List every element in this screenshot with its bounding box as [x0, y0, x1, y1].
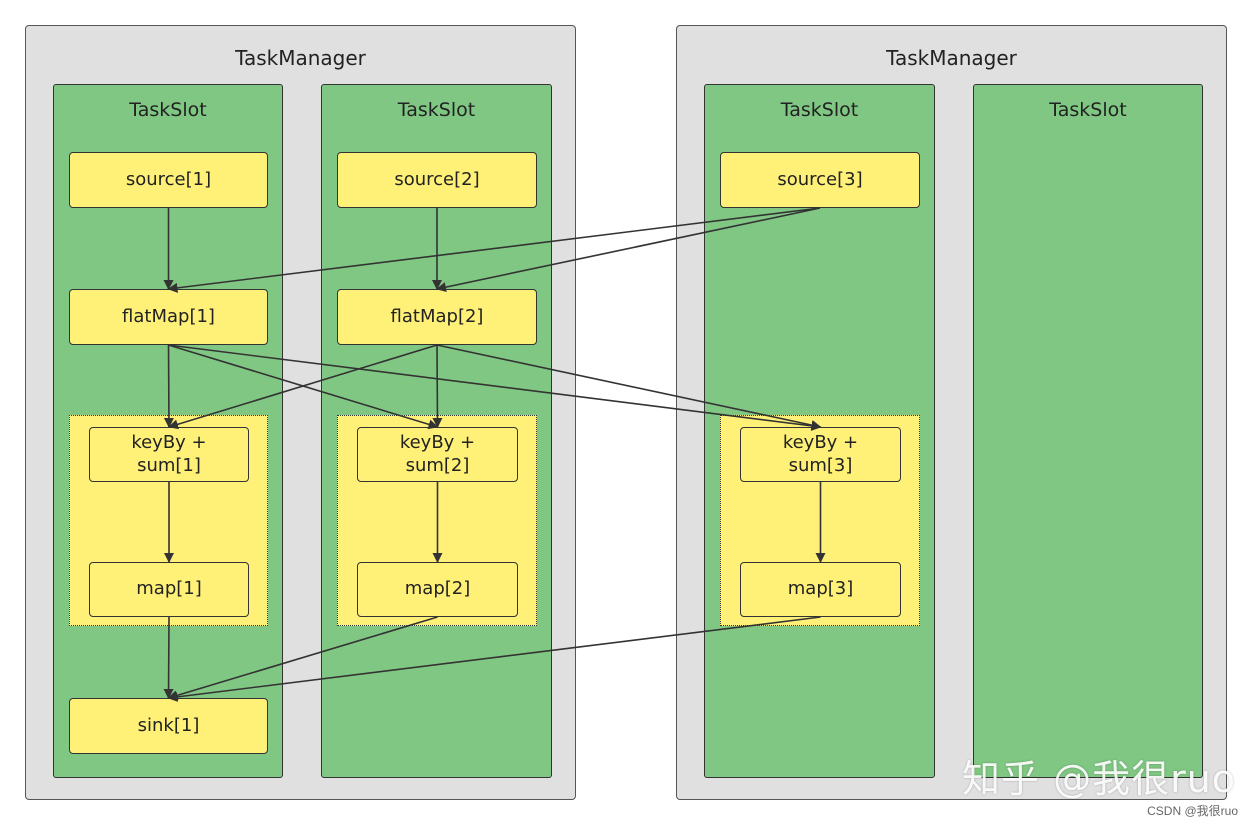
- edge-flatmap1-to-keyby1: [163, 344, 174, 428]
- task-slot-title: TaskSlot: [397, 99, 476, 121]
- operator-keyby-sum-3: keyBy + sum[3]: [740, 427, 901, 482]
- task-slot-title: TaskSlot: [129, 99, 207, 121]
- operator-source-3: source[3]: [720, 152, 920, 208]
- operator-map-2: map[2]: [357, 562, 518, 617]
- watermark-text: 知乎 @我很ruo: [962, 757, 1237, 801]
- edge-source3-to-flatmap1: [167, 207, 821, 293]
- operator-map-1: map[1]: [89, 562, 249, 617]
- edge-flatmap2-to-keyby1: [168, 344, 438, 430]
- operator-flatmap-2: flatMap[2]: [337, 289, 537, 345]
- edge-flatmap1-to-keyby3: [168, 344, 822, 431]
- operator-flatmap-1: flatMap[1]: [69, 289, 268, 345]
- task-slot-4: TaskSlot: [973, 84, 1203, 778]
- operator-sink-1: sink[1]: [69, 698, 268, 754]
- task-manager-title: TaskManager: [235, 46, 366, 70]
- operator-keyby-sum-2: keyBy + sum[2]: [357, 427, 518, 482]
- edge-map2-to-sink1: [167, 616, 438, 701]
- task-manager-title: TaskManager: [886, 46, 1017, 70]
- task-slot-title: TaskSlot: [1049, 99, 1127, 121]
- edge-flatmap2-to-keyby3: [436, 344, 822, 431]
- operator-keyby-sum-1: keyBy + sum[1]: [89, 427, 249, 482]
- credit-text: CSDN @我很ruo: [1147, 804, 1238, 818]
- operator-map-3: map[3]: [740, 562, 901, 617]
- task-slot-title: TaskSlot: [780, 99, 859, 121]
- edge-flatmap2-to-keyby2: [432, 344, 443, 428]
- operator-source-1: source[1]: [69, 152, 268, 208]
- edge-source3-to-flatmap2: [436, 207, 821, 293]
- edge-map3-to-sink1: [167, 616, 821, 702]
- edge-map1-to-sink1: [163, 616, 174, 699]
- operator-source-2: source[2]: [337, 152, 537, 208]
